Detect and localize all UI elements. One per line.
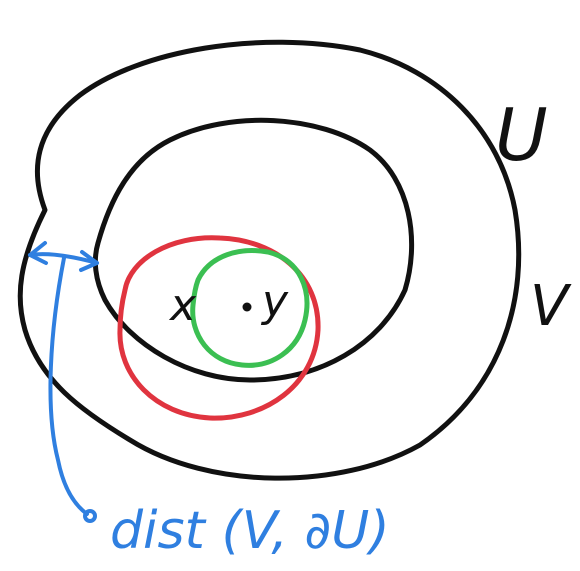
red-ball-around-x <box>117 235 321 421</box>
leader-end-dot <box>83 509 97 523</box>
distance-arrow-right-head <box>79 250 99 272</box>
label-point-y: y <box>260 276 289 327</box>
outer-set-u-boundary <box>17 39 522 481</box>
label-distance: dist (V, ∂U) <box>110 501 390 561</box>
inner-set-v-boundary <box>92 117 415 383</box>
distance-arrow <box>28 252 99 265</box>
distance-arrow-left-head <box>28 241 48 265</box>
distance-leader-curve <box>48 256 89 516</box>
green-ball-around-y <box>190 248 310 368</box>
label-outer-set-u: U <box>495 93 548 177</box>
label-inner-set-v: V <box>530 274 572 339</box>
label-point-x: x <box>168 280 197 331</box>
point-dot <box>242 302 252 312</box>
